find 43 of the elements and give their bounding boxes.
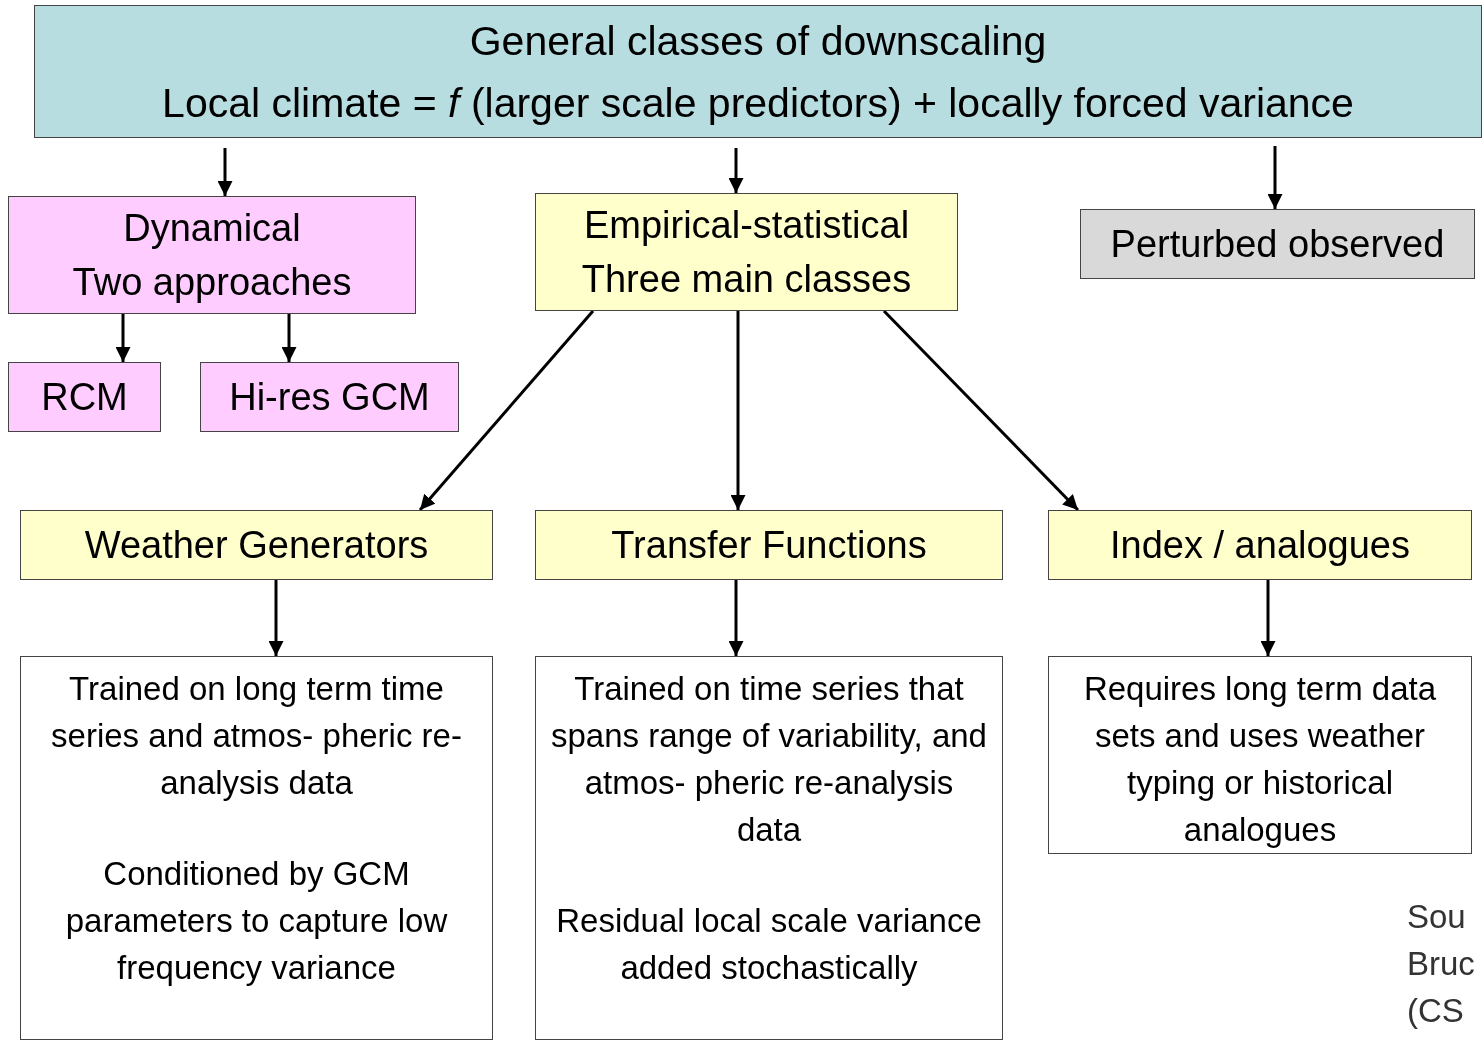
arrow — [217, 148, 233, 196]
box-text: Dynamical — [123, 206, 301, 251]
arrow — [730, 311, 746, 510]
title-box — [34, 5, 1482, 138]
process-box — [535, 193, 958, 311]
source-note: Sou — [1407, 897, 1467, 937]
process-box — [535, 510, 1003, 580]
description-box — [535, 656, 1003, 1040]
description-box — [1048, 656, 1472, 854]
box-text: Weather Generators — [84, 523, 429, 568]
process-box — [20, 510, 493, 580]
box-text: Hi-res GCM — [229, 375, 430, 420]
process-box — [200, 362, 459, 432]
box-text: Requires long term data sets and uses weather typing or historical analogues — [1082, 669, 1438, 850]
box-text: Perturbed observed — [1110, 222, 1445, 267]
box-text: Two approaches — [72, 260, 352, 305]
arrow — [882, 309, 1080, 512]
box-text: Residual local scale variance added stochastically — [555, 901, 983, 988]
source-note: (CS — [1407, 991, 1465, 1031]
box-text: RCM — [41, 375, 128, 420]
box-text: Trained on long term time series and atmos- pheric re-analysis data — [50, 669, 463, 803]
description-box — [20, 656, 493, 1040]
process-box — [1080, 209, 1475, 279]
arrow — [1267, 146, 1283, 209]
box-text: Three main classes — [581, 257, 912, 302]
box-text: Trained on time series that spans range of variability, and atmos- pheric re-analysis data — [550, 669, 988, 850]
arrow — [418, 310, 595, 511]
box-text: Conditioned by GCM parameters to capture low frequency variance — [64, 854, 449, 988]
arrow — [728, 148, 744, 193]
title: General classes of downscaling — [469, 16, 1047, 66]
process-box — [1048, 510, 1472, 580]
source-note: Bruc — [1407, 944, 1475, 984]
box-text: Empirical-statistical — [583, 203, 910, 248]
process-box — [8, 362, 161, 432]
arrow — [1260, 580, 1276, 656]
box-text: Index / analogues — [1110, 523, 1410, 568]
arrow — [728, 580, 744, 656]
process-box — [8, 196, 416, 314]
arrow — [268, 580, 284, 656]
arrow — [115, 314, 131, 362]
formula-text: Local climate = f (larger scale predictors) + locally forced variance — [162, 78, 1354, 128]
box-text: Transfer Functions — [611, 523, 927, 568]
arrow — [281, 314, 297, 362]
